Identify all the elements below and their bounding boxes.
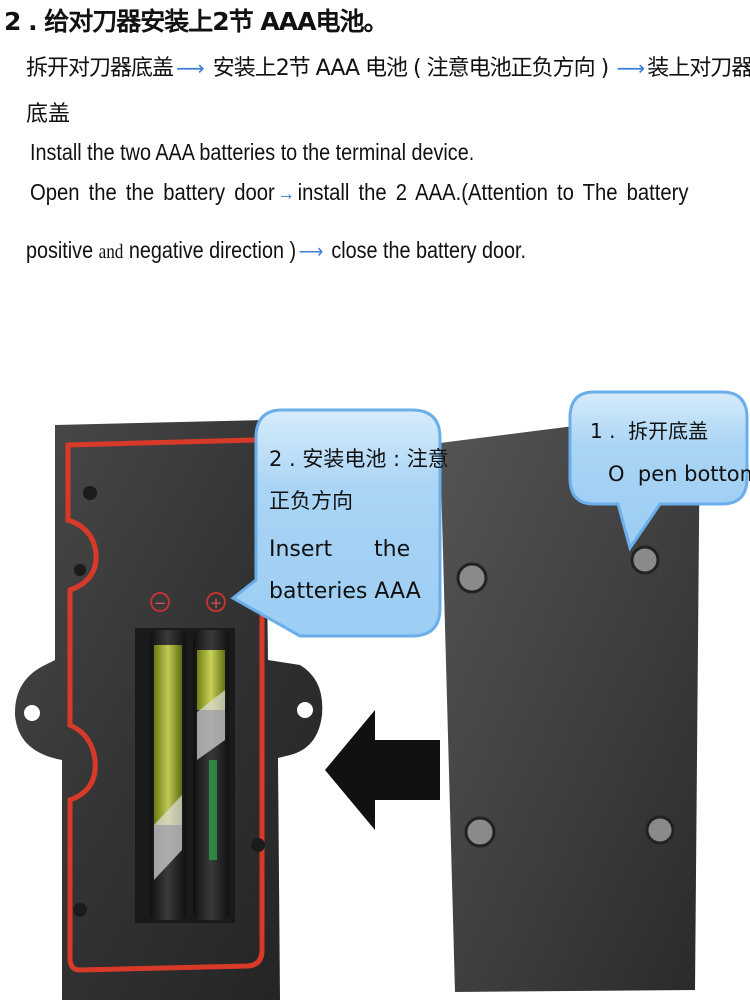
right-arrow-icon: ⟶ [176, 56, 205, 80]
callout-open-line2: O pen bottom [608, 462, 750, 486]
screw-hole [251, 838, 265, 852]
right-arrow-icon: → [277, 183, 295, 205]
device-photo: − + 2 . 安装电池 : 注意 正负方向 Insert the batter… [14, 390, 750, 1000]
cn-step-close: 装上对刀器 [647, 56, 750, 81]
device-housing: − + [14, 420, 323, 1000]
plus-symbol: + [210, 594, 223, 612]
english-instruction-line: Open the the battery door→install the 2 … [30, 179, 689, 206]
mount-hole [297, 702, 313, 718]
callout-install-line4: batteries AAA [269, 579, 421, 604]
callout-install-batteries: 2 . 安装电池 : 注意 正负方向 Insert the batteries … [230, 408, 449, 638]
screw-icon [464, 816, 496, 848]
en-and: and [98, 241, 124, 263]
callout-install-line2: 正负方向 [269, 489, 353, 513]
en-positive: positive [26, 237, 94, 263]
minus-symbol: − [154, 594, 167, 612]
callout-open-line1: 1 . 拆开底盖 [590, 419, 708, 443]
right-arrow-icon: ⟶ [298, 241, 324, 263]
step-title: 2 . 给对刀器安装上2节 AAA电池。 [4, 7, 388, 36]
screw-icon [456, 562, 488, 594]
screw-icon [630, 545, 660, 575]
plus-marker [206, 592, 226, 612]
callout-install-line3: Insert the [269, 537, 410, 562]
right-arrow-icon: ⟶ [611, 56, 646, 80]
cn-step-open: 拆开对刀器底盖 [26, 56, 174, 81]
en-step-close: close the battery door. [331, 237, 526, 263]
screw-hole [83, 486, 97, 500]
minus-marker [150, 592, 170, 612]
callout-install-line1: 2 . 安装电池 : 注意 [269, 447, 449, 471]
cn-step-install: 安装上2节 AAA 电池 ( 注意电池正负方向 ) [212, 56, 610, 81]
cn-step-close-cont: 底盖 [26, 102, 71, 127]
chinese-instruction-line: 拆开对刀器底盖⟶ 安装上2节 AAA 电池 ( 注意电池正负方向 ) ⟶装上对刀… [26, 50, 750, 82]
callout-open-bottom: 1 . 拆开底盖 O pen bottom [568, 390, 750, 552]
english-intro: Install the two AAA batteries to the ter… [30, 139, 475, 165]
gasket-seal [65, 437, 265, 973]
left-arrow-icon [325, 710, 440, 830]
screw-hole [74, 564, 86, 576]
en-negative-direction: negative direction ) [128, 237, 297, 263]
mount-hole [24, 705, 40, 721]
screw-icon [645, 815, 675, 845]
en-step-open: Open the the battery door [30, 179, 275, 205]
en-step-install: install the 2 AAA.(Attention to The batt… [297, 179, 689, 205]
english-instruction-line-2: positive and negative direction )⟶ close… [26, 237, 526, 264]
bottom-cover [440, 410, 700, 992]
screw-hole [73, 903, 87, 917]
